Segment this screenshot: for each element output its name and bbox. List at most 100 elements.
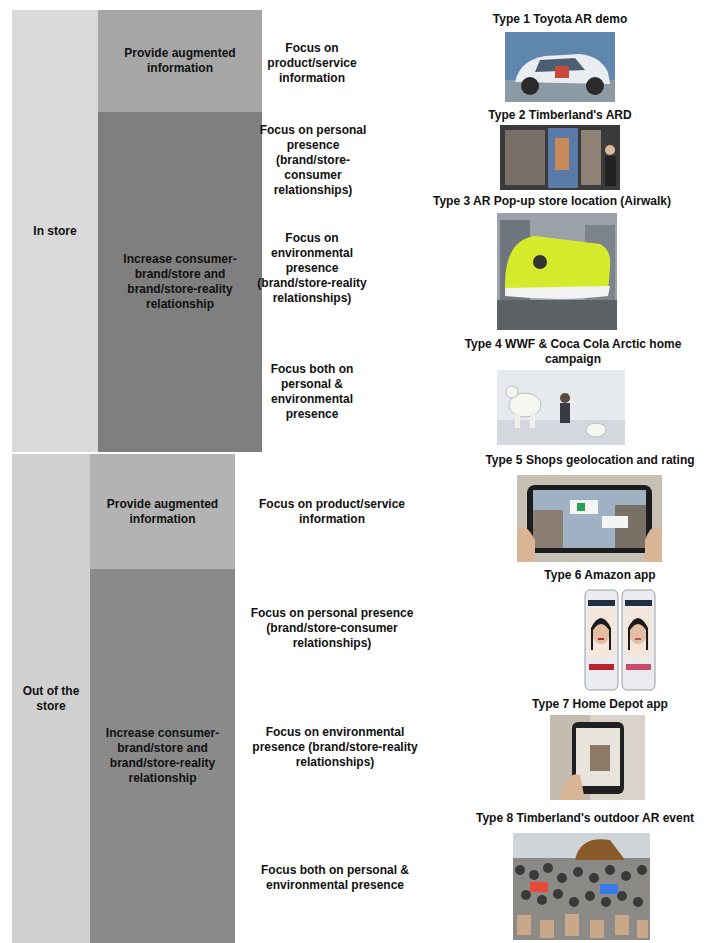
scope-band: In store Provide augmented informationInc…	[12, 10, 262, 452]
timberland-outdoor-event-photo-part-part	[557, 873, 567, 883]
geolocation-phone-photo-part	[533, 510, 563, 548]
amazon-app-photo-part	[588, 608, 615, 658]
focus-label: Focus both on personal & environmental p…	[245, 863, 425, 893]
timberland-outdoor-event-photo-part	[513, 833, 650, 940]
arctic-home-photo-part	[586, 423, 606, 437]
geolocation-phone-photo-part	[577, 503, 585, 511]
timberland-outdoor-event-photo-part-part	[553, 889, 563, 899]
toyota-ar-photo-part	[521, 77, 539, 95]
timberland-outdoor-event-photo-part	[515, 863, 647, 907]
timberland-ard-photo	[500, 125, 620, 190]
scope-band: Out of the store Provide augmented inform…	[12, 454, 235, 943]
timberland-outdoor-event-photo-part-part	[529, 870, 539, 880]
timberland-outdoor-event-photo-part-part	[590, 920, 604, 938]
arctic-home-photo	[497, 370, 625, 445]
type-title: Type 3 AR Pop-up store location (Airwalk…	[407, 194, 697, 209]
toyota-ar-photo-part	[555, 66, 569, 78]
amazon-app-photo-part	[635, 638, 641, 640]
timberland-ard-photo-part	[555, 138, 569, 170]
geolocation-phone-photo	[517, 475, 662, 562]
timberland-outdoor-event-photo-part-part	[515, 865, 525, 875]
timberland-outdoor-event-photo-part	[600, 884, 618, 894]
timberland-outdoor-event-photo-part-part	[615, 915, 629, 935]
timberland-outdoor-event-photo-part-part	[543, 863, 553, 873]
type-title: Type 6 Amazon app	[500, 568, 700, 583]
timberland-ard-photo-part	[500, 125, 620, 190]
focus-label: Focus on product/service information	[256, 41, 368, 86]
amazon-app-photo-part	[591, 618, 611, 650]
type-title: Type 8 Timberland's outdoor AR event	[460, 811, 710, 826]
amazon-app-photo-part	[598, 638, 604, 640]
geolocation-phone-photo-part	[533, 490, 646, 548]
timberland-outdoor-event-photo-part-part	[573, 867, 583, 877]
home-depot-app-photo-part	[590, 745, 610, 771]
arctic-home-photo-part	[506, 386, 518, 398]
type-title: Type 7 Home Depot app	[500, 697, 700, 712]
arctic-home-photo-part	[515, 412, 520, 428]
timberland-outdoor-event-photo-part-part	[621, 871, 631, 881]
focus-label: Focus on environmental presence (brand/s…	[256, 231, 368, 306]
home-depot-app-photo-part	[550, 715, 645, 800]
timberland-outdoor-event-photo-part	[517, 914, 648, 938]
timberland-outdoor-event-photo-part	[575, 839, 625, 860]
timberland-outdoor-event-photo-part-part	[617, 891, 627, 901]
toyota-ar-photo-part	[505, 32, 615, 102]
purpose-label: Provide augmented information	[110, 46, 250, 76]
timberland-outdoor-event-photo-part-part	[605, 865, 615, 875]
focus-label: Focus on personal presence (brand/store-…	[242, 606, 422, 651]
amazon-app-photo-part	[588, 600, 615, 606]
timberland-outdoor-event-photo-part-part	[565, 914, 579, 936]
airwalk-popup-photo-part	[505, 286, 610, 299]
arctic-home-photo-part	[560, 393, 570, 403]
purpose-label: Provide augmented information	[102, 497, 223, 527]
geolocation-phone-photo-part	[570, 500, 598, 514]
focus-label: Focus on environmental presence (brand/s…	[250, 725, 420, 770]
focus-label: Focus both on personal & environmental p…	[262, 362, 362, 422]
airwalk-popup-photo-part	[533, 255, 547, 269]
timberland-outdoor-event-photo-part-part	[537, 895, 547, 905]
amazon-app-photo-part	[628, 618, 648, 650]
timberland-outdoor-event-photo	[513, 833, 650, 940]
purpose-label: Increase consumer-brand/store and brand/…	[102, 726, 223, 786]
toyota-ar-photo-part	[586, 77, 604, 95]
purpose-box: Increase consumer-brand/store and brand/…	[90, 569, 235, 943]
home-depot-app-photo-part	[560, 774, 585, 800]
timberland-outdoor-event-photo-part-part	[637, 920, 648, 938]
airwalk-popup-photo	[497, 213, 617, 330]
timberland-ard-photo-part	[505, 130, 545, 185]
timberland-outdoor-event-photo-part	[530, 882, 548, 892]
type-title: Type 4 WWF & Coca Cola Arctic home campa…	[453, 337, 693, 367]
timberland-outdoor-event-photo-part-part	[521, 890, 531, 900]
amazon-app-photo-part	[622, 590, 655, 690]
timberland-ard-photo-part	[605, 156, 616, 186]
timberland-outdoor-event-photo-part-part	[540, 920, 554, 938]
timberland-outdoor-event-photo-part-part	[589, 873, 599, 883]
geolocation-phone-photo-part	[645, 527, 662, 562]
type-title: Type 2 Timberland's ARD	[445, 108, 675, 123]
amazon-app-photo-part	[626, 664, 651, 670]
arctic-home-photo-part	[530, 412, 535, 428]
geolocation-phone-photo-part	[602, 516, 628, 528]
purpose-box: Provide augmented information	[98, 10, 262, 112]
timberland-ard-photo-part	[548, 128, 578, 188]
airwalk-popup-photo-part	[497, 213, 617, 330]
arctic-home-photo-part	[497, 370, 625, 445]
timberland-outdoor-event-photo-part-part	[637, 865, 647, 875]
timberland-outdoor-event-photo-part-part	[517, 915, 531, 935]
timberland-outdoor-event-photo-part-part	[601, 897, 611, 907]
geolocation-phone-photo-part	[527, 485, 652, 553]
scope-label: In store	[20, 224, 90, 239]
purpose-label: Increase consumer-brand/store and brand/…	[110, 252, 250, 312]
airwalk-popup-photo-part	[497, 300, 617, 330]
amazon-app-photo-part	[585, 590, 618, 690]
purpose-box: Provide augmented information	[90, 454, 235, 569]
timberland-ard-photo-part	[605, 145, 615, 155]
focus-label: Focus on personal presence (brand/store-…	[257, 123, 369, 198]
amazon-app-photo	[585, 590, 655, 690]
amazon-app-photo-part	[625, 600, 652, 606]
timberland-outdoor-event-photo-part-part	[569, 897, 579, 907]
timberland-outdoor-event-photo-part-part	[633, 897, 643, 907]
focus-label: Focus on product/service information	[247, 497, 417, 527]
scope-label: Out of the store	[19, 684, 83, 714]
